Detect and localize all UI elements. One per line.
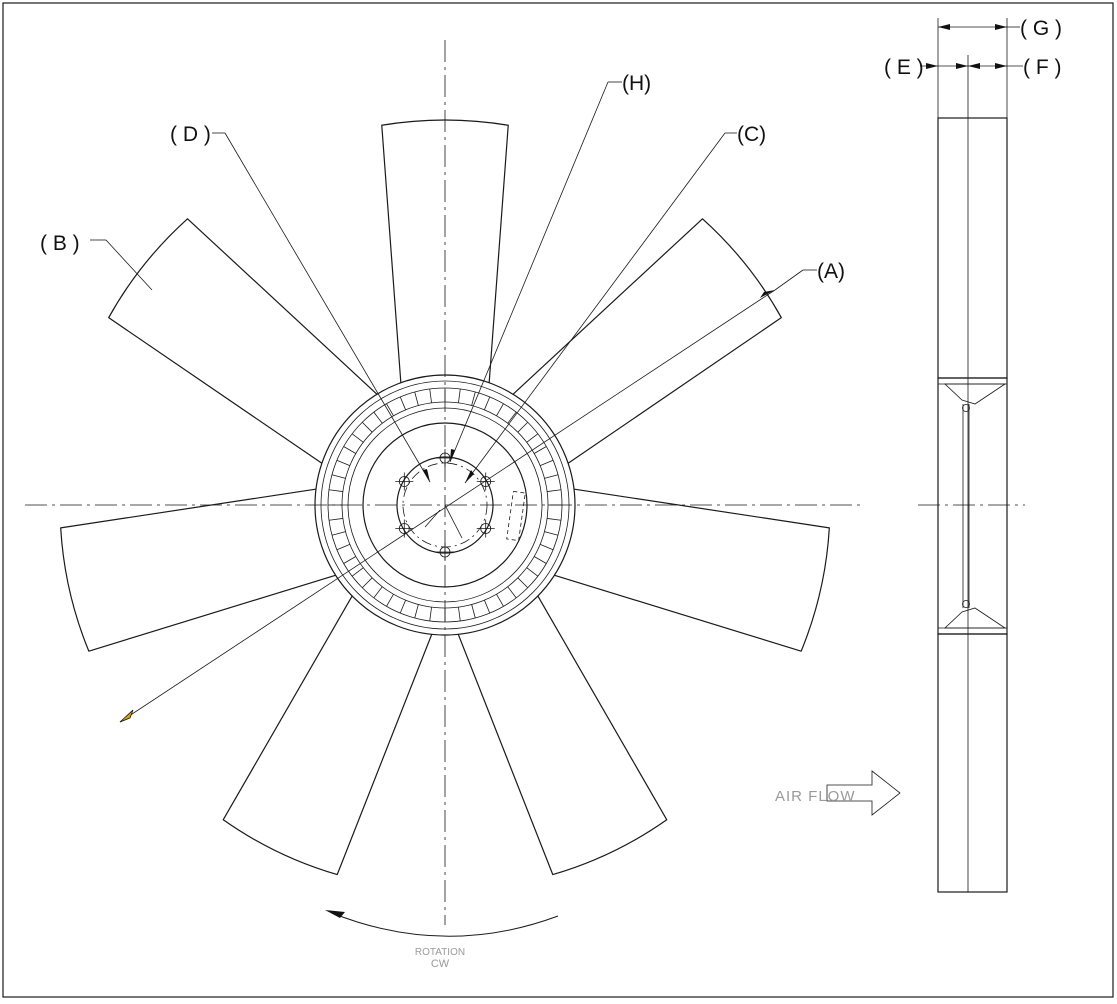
fan-blade bbox=[543, 486, 830, 652]
hub-keyway bbox=[506, 490, 526, 542]
fan-blade bbox=[504, 218, 782, 470]
hub-spoke bbox=[547, 518, 562, 521]
bolt-hole bbox=[476, 472, 495, 491]
hub-spoke bbox=[507, 411, 517, 424]
label-g: ( G ) bbox=[1020, 17, 1062, 40]
hub-spoke bbox=[517, 421, 529, 433]
hub-spoke bbox=[386, 403, 394, 416]
hub-spoke bbox=[484, 396, 491, 410]
bolt-hole bbox=[395, 472, 414, 491]
hub-spoke bbox=[429, 607, 432, 622]
air-flow-label: AIR FLOW bbox=[775, 788, 856, 805]
hub-spoke bbox=[458, 388, 461, 403]
label-b: ( B ) bbox=[40, 232, 80, 255]
label-e: ( E ) bbox=[884, 56, 924, 79]
hub-spoke bbox=[399, 600, 406, 614]
blade-tip-marker bbox=[119, 709, 134, 723]
hub-spoke bbox=[328, 489, 343, 492]
hub-spoke bbox=[526, 433, 539, 443]
label-c: (C) bbox=[737, 123, 766, 146]
hub-spoke bbox=[336, 544, 350, 551]
hub-spoke bbox=[507, 586, 517, 599]
hub-spoke bbox=[399, 396, 406, 410]
fan-blade bbox=[108, 218, 386, 470]
fan-blades bbox=[60, 119, 830, 876]
label-f: ( F ) bbox=[1023, 56, 1061, 79]
hub-spoke bbox=[361, 577, 373, 589]
fan-blade bbox=[453, 586, 668, 876]
hub-spoke bbox=[429, 388, 432, 403]
hub-spoke bbox=[336, 459, 350, 466]
hub-spoke bbox=[414, 604, 419, 619]
hub-spoke bbox=[534, 446, 547, 454]
hub-spoke bbox=[547, 489, 562, 492]
hub-spoke bbox=[386, 594, 394, 607]
hub-spoke bbox=[544, 474, 559, 479]
hub-spoke bbox=[331, 474, 346, 479]
hub-spoke bbox=[351, 433, 364, 443]
hub-spoke bbox=[484, 600, 491, 614]
hub-spoke bbox=[496, 594, 504, 607]
hub-spoke bbox=[343, 556, 356, 564]
rotation-label: ROTATION bbox=[415, 947, 465, 958]
label-h: (H) bbox=[622, 72, 651, 95]
hub-spoke bbox=[471, 604, 476, 619]
leader-lines bbox=[90, 81, 817, 723]
hub-spoke bbox=[517, 577, 529, 589]
hub-spoke bbox=[414, 391, 419, 406]
hub-spoke bbox=[351, 567, 364, 577]
fan-blade bbox=[60, 486, 347, 652]
hub-spoke bbox=[471, 391, 476, 406]
hub-spoke bbox=[361, 421, 373, 433]
hub-spoke bbox=[343, 446, 356, 454]
side-view bbox=[918, 18, 1025, 893]
hub-spoke bbox=[540, 544, 554, 551]
label-d: ( D ) bbox=[170, 123, 211, 146]
hub-spoke bbox=[373, 411, 383, 424]
hub-spoke bbox=[496, 403, 504, 416]
fan-blade bbox=[222, 586, 437, 876]
hub-spoke bbox=[458, 607, 461, 622]
hub-spoke bbox=[331, 531, 346, 536]
hub-spoke bbox=[373, 586, 383, 599]
label-a: (A) bbox=[817, 260, 845, 283]
rotation-direction-label: CW bbox=[431, 958, 450, 970]
hub-spoke bbox=[526, 567, 539, 577]
hub-spoke bbox=[544, 531, 559, 536]
hub-spoke bbox=[540, 459, 554, 466]
rotation-arrow bbox=[331, 912, 559, 937]
air-flow-arrow bbox=[826, 770, 901, 816]
hub-spoke bbox=[534, 556, 547, 564]
bolt-hole bbox=[476, 519, 495, 538]
hub-spoke bbox=[328, 518, 343, 521]
